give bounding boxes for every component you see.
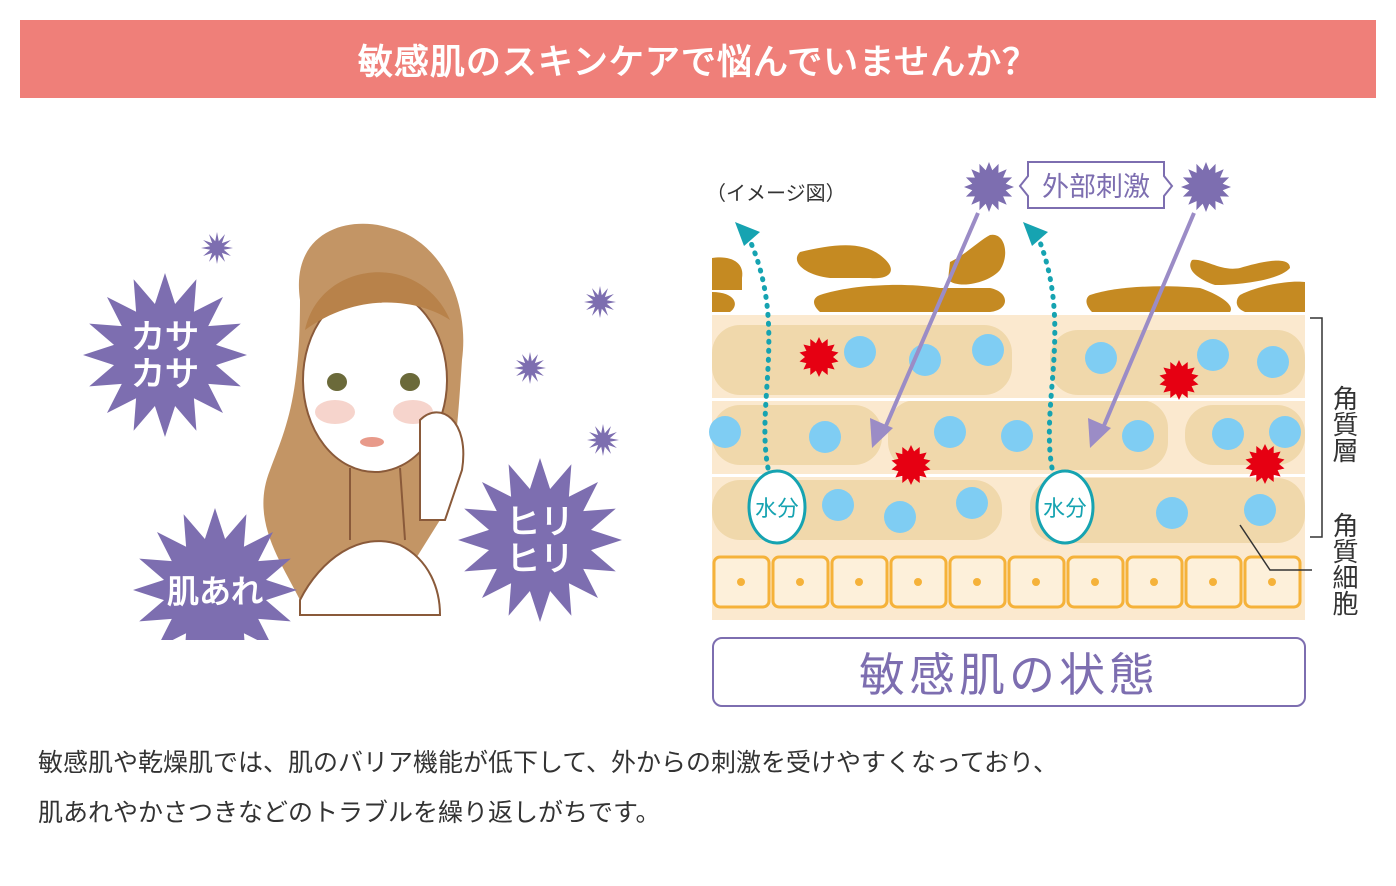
irritation-icon — [891, 445, 931, 485]
burst-label-hadaare: 肌あれ — [166, 572, 264, 611]
sparkle-icon — [584, 286, 616, 318]
sparkle-icon — [201, 232, 233, 264]
description-line: 肌あれやかさつきなどのトラブルを繰り返しがちです。 — [38, 798, 661, 827]
moisture-droplet — [1122, 420, 1154, 452]
description: 敏感肌や乾燥肌では、肌のバリア機能が低下して、外からの刺激を受けやすくなっており… — [38, 738, 1368, 838]
irritation-icon — [1159, 360, 1199, 400]
moisture-droplet — [972, 334, 1004, 366]
moisture-marker: 水分 — [1035, 469, 1095, 545]
stratum-corneum-label: 角質層 — [1328, 385, 1358, 463]
burst-label-hirihiri: ヒリヒリ — [506, 502, 574, 580]
skin-diagram: 水分 水分 外部刺激 （イメージ図） 角質層 角質細胞 — [706, 161, 1358, 620]
moisture-droplet — [1197, 339, 1229, 371]
sparkle-icon — [514, 352, 546, 384]
moisture-droplet — [1212, 418, 1244, 450]
burst-icon — [458, 458, 622, 622]
moisture-label: 水分 — [755, 497, 799, 522]
moisture-droplet — [1257, 346, 1289, 378]
woman-illustration — [263, 223, 465, 616]
moisture-droplet — [1244, 494, 1276, 526]
moisture-droplet — [884, 501, 916, 533]
moisture-droplet — [934, 416, 966, 448]
burst-icon — [83, 273, 247, 437]
moisture-label: 水分 — [1043, 497, 1087, 522]
corneocyte-label: 角質細胞 — [1328, 512, 1358, 616]
illustration: 水分 水分 外部刺激 （イメージ図） 角質層 角質細胞 — [83, 161, 1358, 640]
irritation-icon — [799, 337, 839, 377]
moisture-droplet — [1001, 420, 1033, 452]
burst-icon — [133, 508, 297, 640]
image-note: （イメージ図） — [706, 181, 846, 205]
skin-state-title: 敏感肌の状態 — [712, 637, 1306, 707]
corneocyte-cell — [1050, 330, 1305, 395]
stimulus-icon — [964, 162, 1014, 212]
moisture-droplet — [809, 421, 841, 453]
moisture-droplet — [1269, 416, 1301, 448]
moisture-droplet — [1156, 497, 1188, 529]
irritation-icon — [1245, 444, 1285, 484]
description-line: 敏感肌や乾燥肌では、肌のバリア機能が低下して、外からの刺激を受けやすくなっており… — [38, 748, 1059, 777]
moisture-marker: 水分 — [747, 469, 807, 545]
burst-label-kasakasa: カサカサ — [131, 317, 199, 395]
external-stimulus-label: 外部刺激 — [1018, 161, 1174, 209]
page-title: 敏感肌のスキンケアで悩んでいませんか？ — [357, 42, 1039, 83]
moisture-droplet — [822, 489, 854, 521]
sparkle-icon — [587, 424, 619, 456]
corneocyte-cell — [712, 405, 882, 465]
stimulus-icon — [1181, 162, 1231, 212]
header-banner: 敏感肌のスキンケアで悩んでいませんか？ — [20, 20, 1376, 98]
moisture-droplet — [956, 487, 988, 519]
moisture-droplet — [1085, 342, 1117, 374]
external-stimulus-text: 外部刺激 — [1042, 172, 1150, 203]
moisture-droplet — [844, 336, 876, 368]
moisture-droplet — [709, 416, 741, 448]
